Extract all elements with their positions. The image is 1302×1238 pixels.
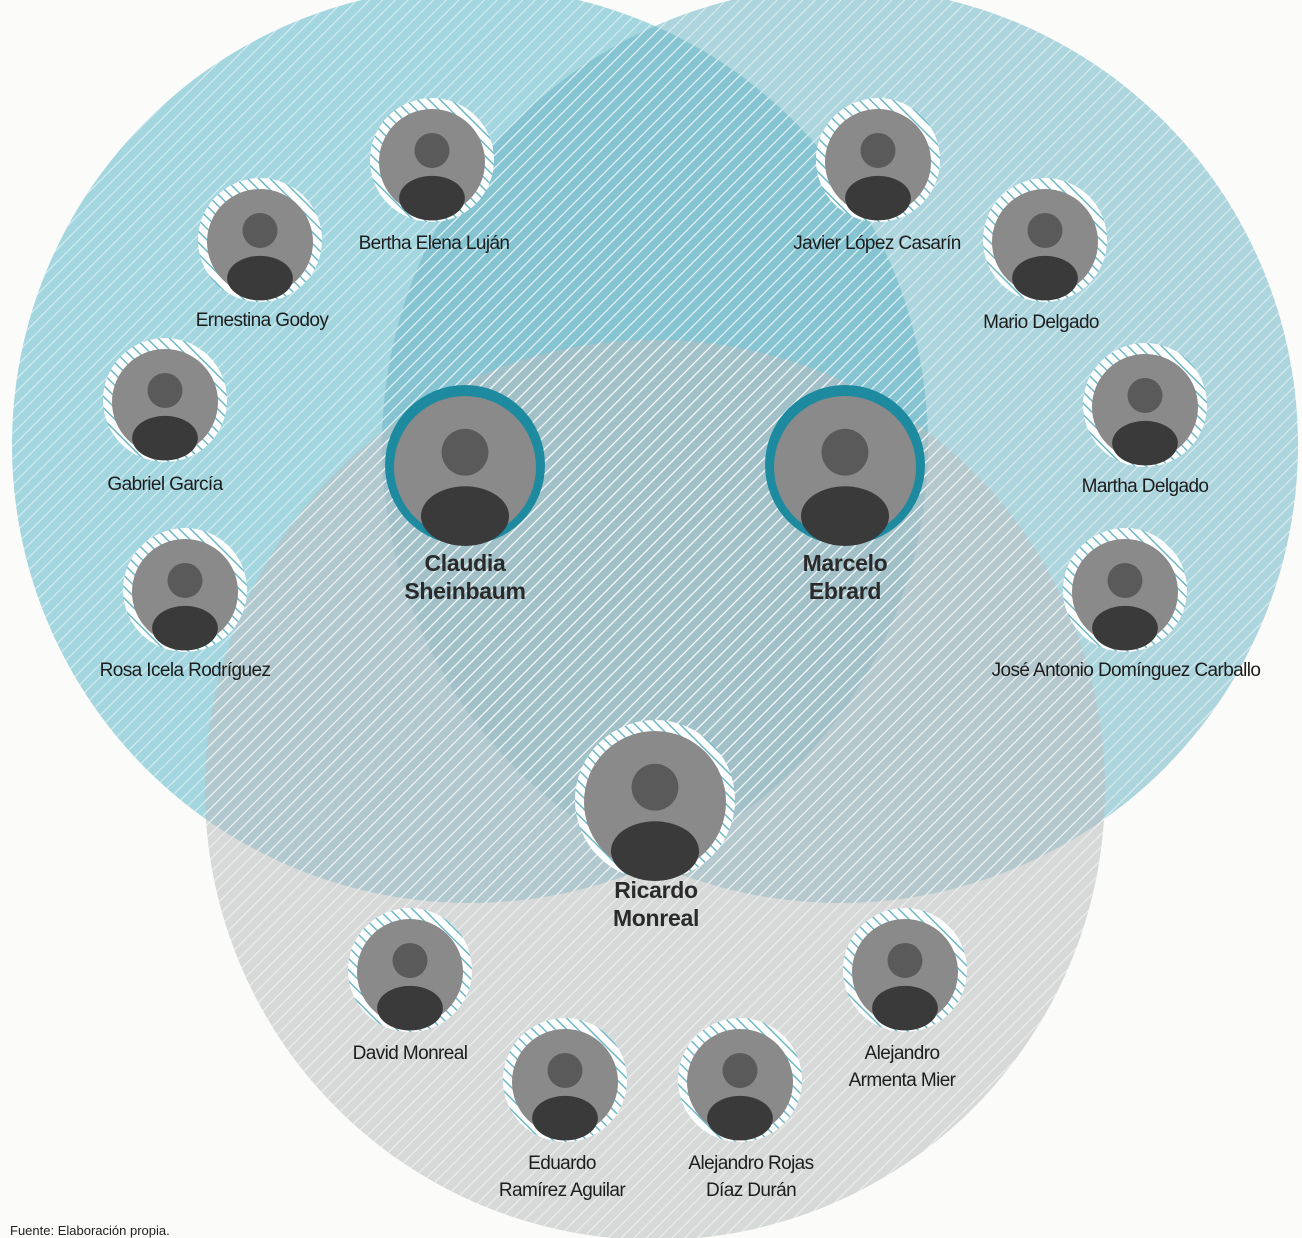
person-portrait-icon [399, 132, 465, 221]
label-ernestina-godoy: Ernestina Godoy [195, 310, 329, 331]
armenta-line-1: Alejandro [864, 1043, 940, 1064]
person-portrait-icon [1112, 377, 1178, 466]
portrait-jose [1063, 528, 1187, 652]
portrait-martha [1083, 343, 1207, 467]
label-claudia-sheinbaum: Claudia Sheinbaum [355, 549, 575, 605]
eduardo-line-2: Ramírez Aguilar [498, 1180, 626, 1201]
portraits [103, 98, 1207, 1142]
portrait-eduardo [503, 1018, 627, 1142]
label-eduardo-ramirez-aguilar: Eduardo Ramírez Aguilar [452, 1150, 672, 1204]
portrait-david [348, 908, 472, 1032]
label-mario-delgado: Mario Delgado [983, 312, 1099, 333]
portrait-ricardo [575, 720, 735, 881]
person-portrait-icon [1012, 212, 1078, 301]
person-portrait-icon [800, 428, 890, 546]
person-portrait-icon [872, 942, 938, 1031]
armenta-line-2: Armenta Mier [848, 1070, 956, 1091]
label-rosa-icela-rodriguez: Rosa Icela Rodríguez [99, 660, 271, 681]
portrait-mario [983, 178, 1107, 302]
ricardo-first-name: Ricardo [614, 877, 698, 903]
label-marcelo-ebrard: Marcelo Ebrard [735, 549, 955, 605]
portrait-rosa [123, 528, 247, 652]
person-portrait-icon [227, 212, 293, 301]
label-david-monreal: David Monreal [352, 1043, 468, 1064]
label-javier-lopez-casarin: Javier López Casarín [793, 233, 961, 254]
ricardo-last-name: Monreal [612, 905, 700, 931]
portrait-ernestina [198, 178, 322, 302]
portrait-javier [816, 98, 940, 222]
label-alejandro-armenta-mier: Alejandro Armenta Mier [792, 1040, 1012, 1094]
claudia-first-name: Claudia [424, 550, 506, 576]
person-portrait-icon [845, 132, 911, 221]
marcelo-last-name: Ebrard [808, 578, 882, 604]
eduardo-line-1: Eduardo [528, 1153, 596, 1174]
portrait-armenta [843, 908, 967, 1032]
label-alejandro-rojas-diaz-duran: Alejandro Rojas Díaz Durán [641, 1150, 861, 1204]
label-gabriel-garcia: Gabriel García [107, 474, 223, 495]
portrait-bertha [370, 98, 494, 222]
person-portrait-icon [707, 1052, 773, 1141]
portrait-claudia [385, 385, 545, 546]
person-portrait-icon [132, 372, 198, 461]
person-portrait-icon [610, 763, 700, 881]
person-portrait-icon [532, 1052, 598, 1141]
person-portrait-icon [420, 428, 510, 546]
portrait-rojas [678, 1018, 802, 1142]
person-portrait-icon [377, 942, 443, 1031]
marcelo-first-name: Marcelo [802, 550, 888, 576]
label-bertha-elena-lujan: Bertha Elena Luján [358, 233, 510, 254]
label-ricardo-monreal: Ricardo Monreal [546, 876, 766, 932]
claudia-last-name: Sheinbaum [404, 578, 526, 604]
portrait-gabriel [103, 338, 227, 462]
portrait-marcelo [765, 385, 925, 546]
label-martha-delgado: Martha Delgado [1081, 476, 1209, 497]
rojas-line-2: Díaz Durán [705, 1180, 797, 1201]
source-note: Fuente: Elaboración propia. [10, 1223, 170, 1238]
label-jose-antonio-dominguez-carballo: José Antonio Domínguez Carballo [991, 660, 1261, 681]
rojas-line-1: Alejandro Rojas [688, 1153, 814, 1174]
person-portrait-icon [1092, 562, 1158, 651]
person-portrait-icon [152, 562, 218, 651]
